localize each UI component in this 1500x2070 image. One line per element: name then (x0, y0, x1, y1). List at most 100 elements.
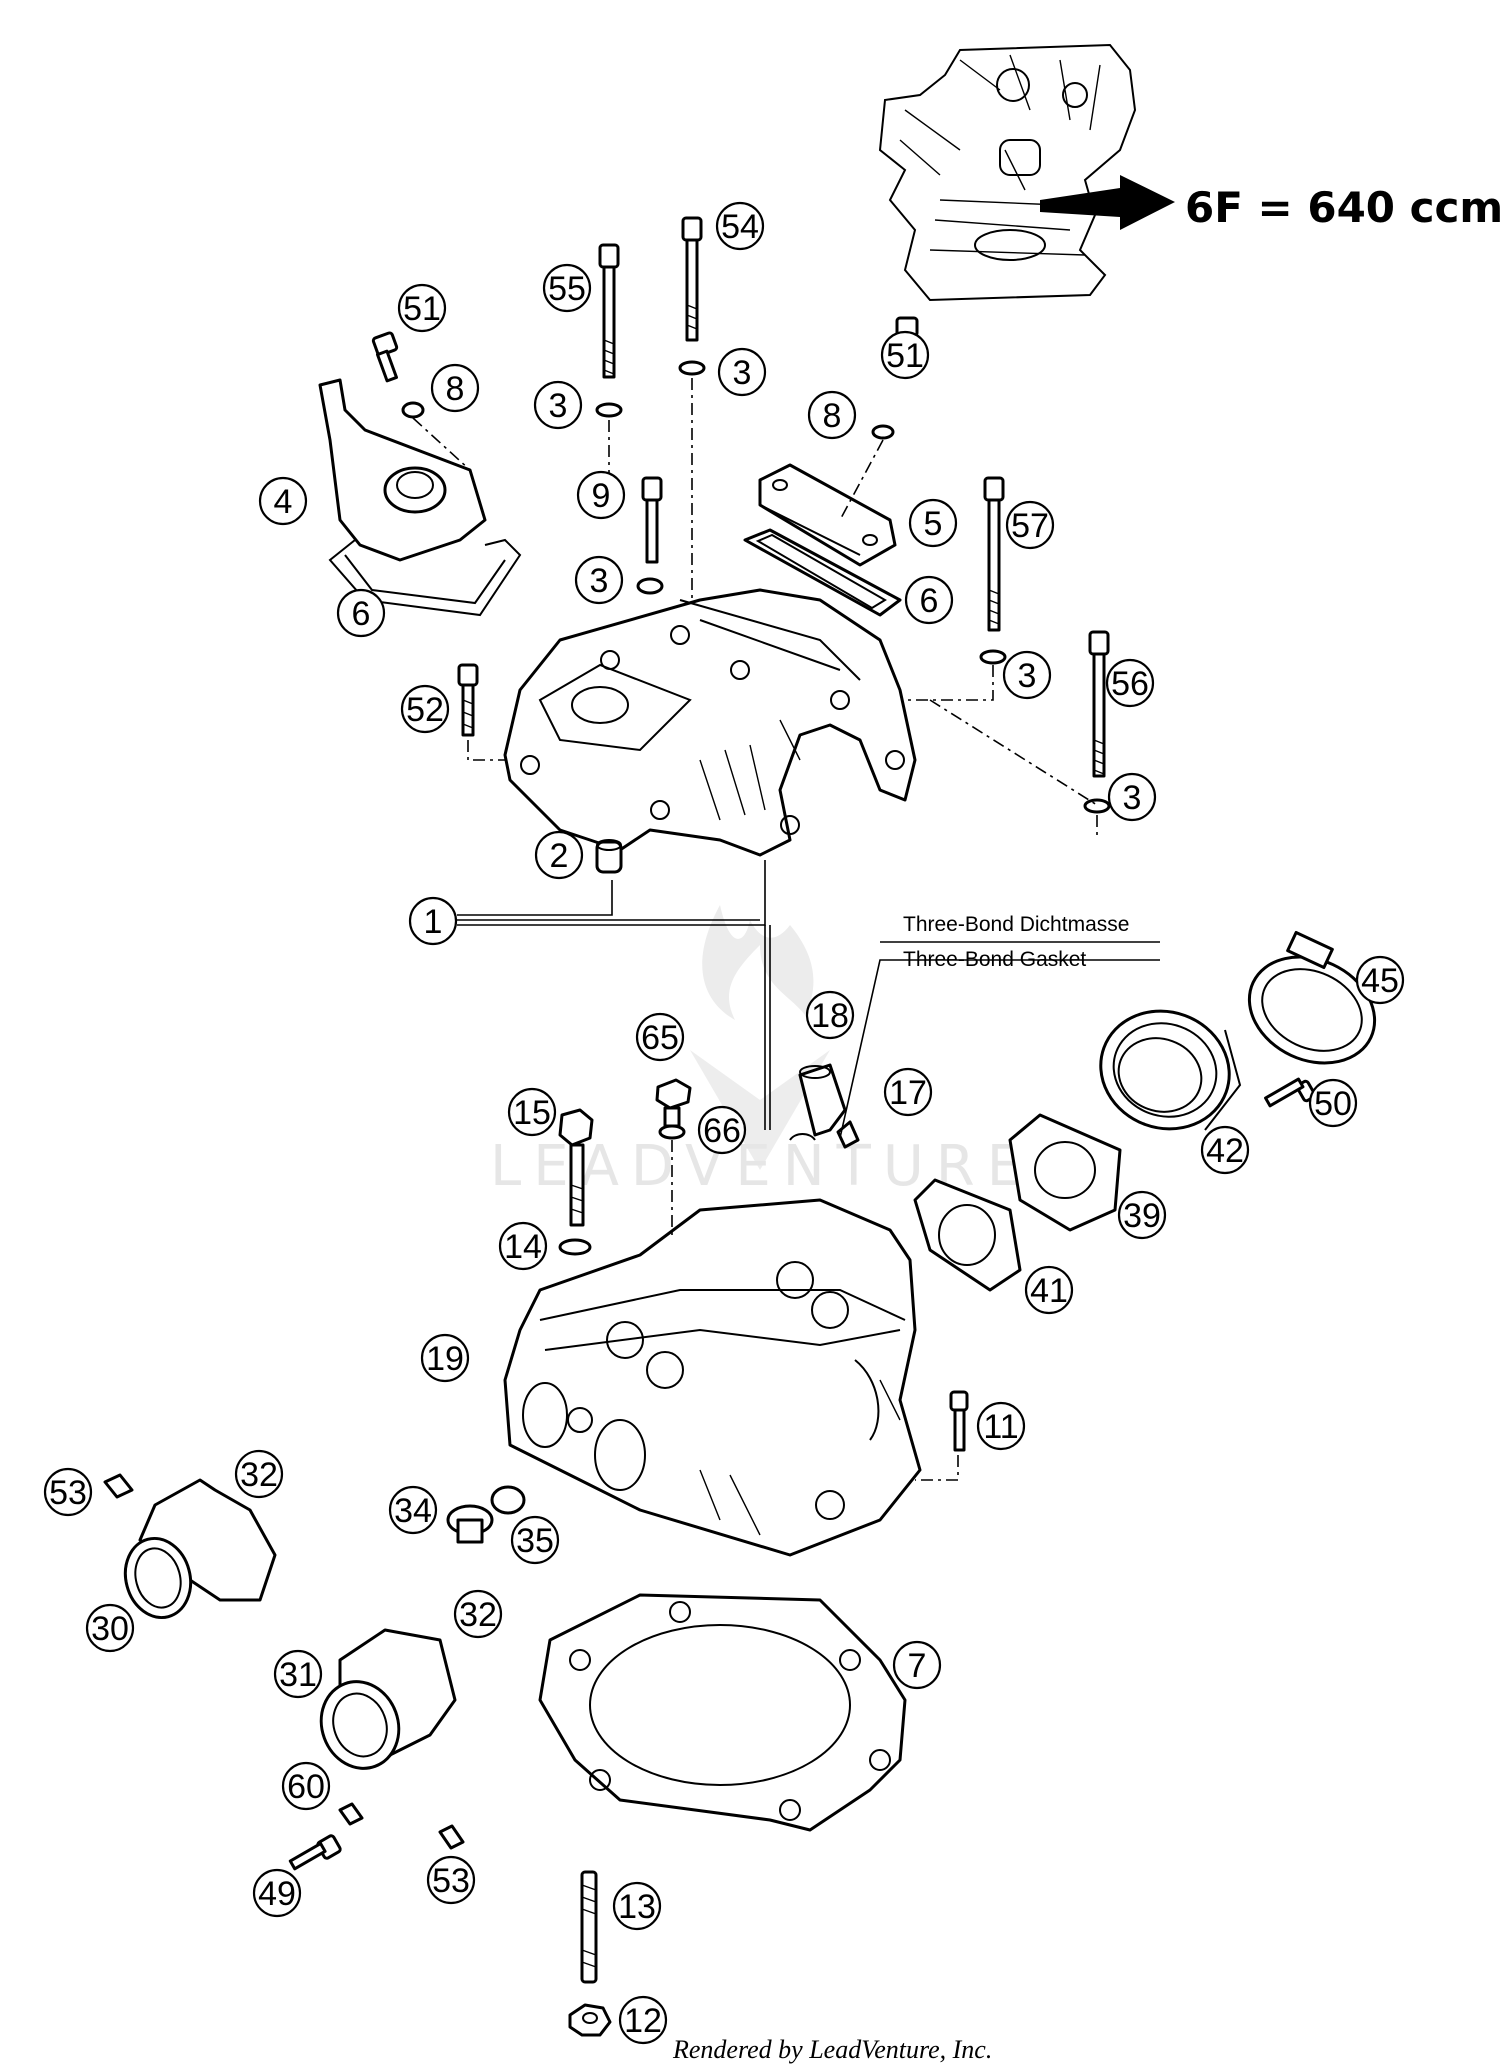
callout-circle (805, 990, 855, 1040)
callout-circle (542, 263, 592, 313)
valve-cover-1 (503, 588, 917, 857)
callout-11: 11 (976, 1401, 1026, 1451)
callout-number: 17 (889, 1074, 927, 1112)
callout-34: 34 (388, 1485, 438, 1535)
bolt-11 (949, 1390, 969, 1452)
callout-4: 4 (258, 476, 308, 526)
callout-42: 42 (1200, 1125, 1250, 1175)
callout-number: 39 (1123, 1197, 1161, 1235)
callout-6: 6 (904, 575, 954, 625)
manifold-30 (123, 1478, 277, 1620)
callout-number: 32 (240, 1456, 278, 1494)
callout-51: 51 (880, 330, 930, 380)
callout-8: 8 (430, 363, 480, 413)
gasket-41 (913, 1178, 1022, 1292)
callout-circle (635, 1012, 685, 1062)
callout-35: 35 (510, 1515, 560, 1565)
callout-number: 35 (516, 1522, 554, 1560)
callout-19: 19 (420, 1333, 470, 1383)
callout-number: 8 (823, 397, 842, 435)
callout-circle (618, 1995, 668, 2045)
clip-53-lower (438, 1824, 465, 1850)
callout-number: 45 (1361, 962, 1399, 1000)
callout-number: 65 (641, 1019, 679, 1057)
callout-number: 32 (459, 1596, 497, 1634)
callout-circle (1200, 1125, 1250, 1175)
callout-number: 3 (590, 562, 609, 600)
footer-credit: Rendered by LeadVenture, Inc. (672, 2035, 992, 2064)
engine-variant-note: 6F = 640 ccm (1185, 183, 1500, 232)
callout-circle (697, 1105, 747, 1155)
callout-number: 57 (1011, 507, 1049, 545)
callout-15: 15 (507, 1087, 557, 1137)
callout-circle (1105, 658, 1155, 708)
callout-number: 15 (513, 1094, 551, 1132)
callout-41: 41 (1024, 1265, 1074, 1315)
callout-number: 30 (91, 1610, 129, 1648)
callout-number: 56 (1111, 665, 1149, 703)
callout-number: 1 (424, 903, 443, 941)
callout-60: 60 (281, 1761, 331, 1811)
callout-3: 3 (533, 380, 583, 430)
callout-number: 14 (504, 1228, 542, 1266)
callout-number: 54 (721, 208, 759, 246)
callout-17: 17 (883, 1067, 933, 1117)
callout-circle (908, 498, 958, 548)
callout-circle (498, 1221, 548, 1271)
callout-circle (1355, 955, 1405, 1005)
callout-55: 55 (542, 263, 592, 313)
callout-6: 6 (336, 588, 386, 638)
callout-number: 4 (274, 483, 293, 521)
callout-50: 50 (1308, 1078, 1358, 1128)
callout-circle (1117, 1190, 1167, 1240)
callout-number: 55 (548, 270, 586, 308)
callout-number: 18 (811, 997, 849, 1035)
sealant-note-en: Three-Bond Gasket (903, 948, 1086, 971)
callout-circle (388, 1485, 438, 1535)
callout-number: 41 (1030, 1272, 1068, 1310)
callout-number: 31 (279, 1656, 317, 1694)
callout-3: 3 (1107, 772, 1157, 822)
callout-1: 1 (408, 896, 458, 946)
callout-circle (397, 283, 447, 333)
callout-number: 53 (49, 1474, 87, 1512)
callout-circle (715, 201, 765, 251)
dowel-2 (595, 839, 623, 874)
washer-14 (558, 1238, 592, 1256)
callout-number: 3 (1123, 779, 1142, 817)
bolt-56 (1083, 630, 1111, 814)
stud-13 (580, 1870, 598, 1984)
callout-3: 3 (717, 347, 767, 397)
callout-number: 3 (1018, 657, 1037, 695)
callout-circle (252, 1868, 302, 1918)
callout-circle (1107, 772, 1157, 822)
engine-arrow-icon (1040, 175, 1175, 230)
callout-number: 34 (394, 1492, 432, 1530)
callout-circle (420, 1333, 470, 1383)
bolt-9 (636, 476, 664, 595)
callout-31: 31 (273, 1649, 323, 1699)
callout-5: 5 (908, 498, 958, 548)
callout-number: 2 (550, 837, 569, 875)
callout-number: 12 (624, 2002, 662, 2040)
washer-66 (658, 1124, 686, 1140)
callout-53: 53 (43, 1467, 93, 1517)
callout-3: 3 (574, 555, 624, 605)
callout-13: 13 (612, 1881, 662, 1931)
callout-number: 3 (733, 354, 752, 392)
callout-circle (507, 1087, 557, 1137)
callout-circle (892, 1640, 942, 1690)
callout-number: 42 (1206, 1132, 1244, 1170)
seal-35 (490, 1485, 526, 1515)
callout-number: 5 (924, 505, 943, 543)
bolt-55 (595, 243, 623, 418)
intake-boot-42 (1099, 1009, 1242, 1131)
callout-66: 66 (697, 1105, 747, 1155)
cylinder-head-19 (503, 1198, 922, 1557)
callout-number: 51 (886, 337, 924, 375)
callout-18: 18 (805, 990, 855, 1040)
callout-9: 9 (576, 470, 626, 520)
callout-circle (1002, 650, 1052, 700)
